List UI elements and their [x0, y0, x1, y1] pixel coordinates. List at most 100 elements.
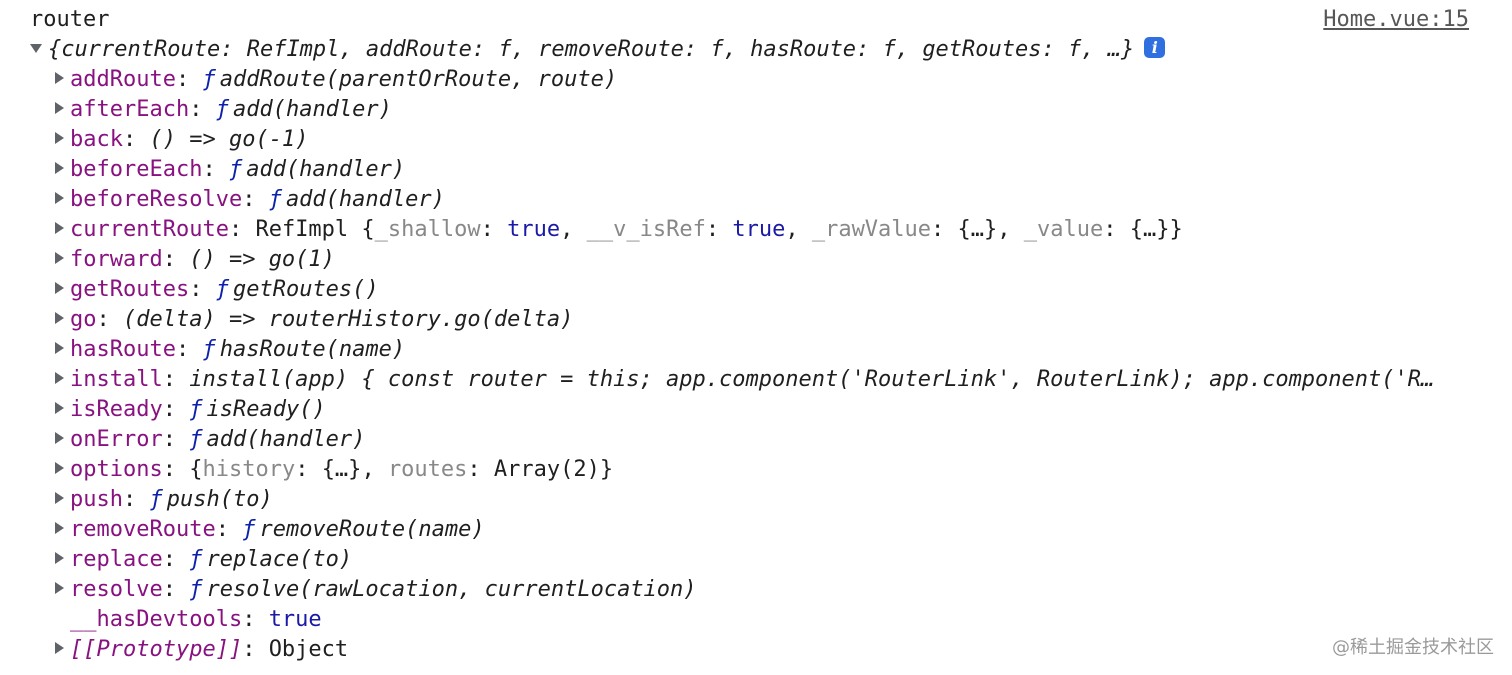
preview-key: history: [202, 457, 296, 482]
property-key: back: [70, 127, 123, 152]
triangle-right-icon[interactable]: [55, 72, 64, 84]
property-value: push(to): [166, 487, 273, 512]
info-icon[interactable]: i: [1144, 36, 1166, 58]
triangle-down-icon[interactable]: [30, 43, 42, 53]
triangle-right-icon[interactable]: [55, 192, 64, 204]
log-label: router: [30, 7, 110, 32]
summary-open-brace: {: [48, 37, 62, 62]
property-value: replace(to): [206, 547, 353, 572]
summary-key: hasRoute: [750, 37, 857, 62]
triangle-right-icon[interactable]: [55, 222, 64, 234]
summary-close-brace: }: [1121, 37, 1135, 62]
object-summary[interactable]: {currentRoute: RefImpl, addRoute: f, rem…: [30, 35, 1166, 65]
triangle-right-icon[interactable]: [55, 162, 64, 174]
summary-value: f: [710, 37, 724, 62]
property-key: forward: [70, 247, 163, 272]
property-row-forward[interactable]: forward: () => go(1): [55, 245, 1485, 275]
triangle-right-icon[interactable]: [55, 342, 64, 354]
triangle-right-icon[interactable]: [55, 312, 64, 324]
property-value: add(handler): [285, 187, 445, 212]
preview-value: {…}: [321, 457, 362, 482]
property-key: onError: [70, 427, 163, 452]
triangle-right-icon[interactable]: [55, 492, 64, 504]
property-key: currentRoute: [70, 217, 229, 242]
property-key: resolve: [70, 577, 163, 602]
function-marker: ƒ: [189, 397, 203, 422]
triangle-right-icon[interactable]: [55, 132, 64, 144]
property-key: beforeEach: [70, 157, 203, 182]
property-key: go: [70, 307, 97, 332]
property-key: addRoute: [70, 67, 176, 92]
property-row-currentRoute[interactable]: currentRoute: RefImpl {_shallow: true, _…: [55, 215, 1485, 245]
open-brace: {: [361, 217, 375, 242]
property-value: true: [268, 607, 322, 632]
function-marker: ƒ: [189, 427, 203, 452]
property-row-back[interactable]: back: () => go(-1): [55, 125, 1485, 155]
summary-value: f: [498, 37, 512, 62]
property-row-hasDevtools: __hasDevtools: true: [70, 607, 322, 632]
function-marker: ƒ: [202, 337, 216, 362]
triangle-right-icon[interactable]: [55, 282, 64, 294]
triangle-right-icon[interactable]: [55, 522, 64, 534]
property-key: getRoutes: [70, 277, 190, 302]
property-key: [[Prototype]]: [70, 637, 243, 662]
property-key: options: [70, 457, 163, 482]
triangle-right-icon[interactable]: [55, 552, 64, 564]
source-location-link[interactable]: Home.vue:15: [1323, 7, 1469, 32]
close-brace: }: [599, 457, 614, 482]
property-value: add(handler): [246, 157, 406, 182]
property-value: () => go(-1): [149, 127, 309, 152]
property-value: hasRoute(name): [219, 337, 406, 362]
property-key: hasRoute: [70, 337, 176, 362]
summary-value: f: [882, 37, 896, 62]
triangle-right-icon[interactable]: [55, 432, 64, 444]
summary-ellipsis: …: [1107, 37, 1122, 62]
property-key: removeRoute: [70, 517, 216, 542]
preview-key: __v_isRef: [586, 217, 706, 242]
preview-key: _value: [1023, 217, 1104, 242]
summary-key: removeRoute: [538, 37, 684, 62]
summary-key: currentRoute: [61, 37, 221, 62]
property-value: install(app) { const router = this; app.…: [189, 367, 1435, 392]
function-marker: ƒ: [215, 277, 229, 302]
function-marker: ƒ: [149, 487, 163, 512]
summary-key: getRoutes: [922, 37, 1042, 62]
triangle-right-icon[interactable]: [55, 642, 64, 654]
property-key: replace: [70, 547, 163, 572]
property-value: isReady(): [206, 397, 326, 422]
function-marker: ƒ: [189, 547, 203, 572]
property-key: beforeResolve: [70, 187, 243, 212]
preview-value: Array(2): [493, 457, 600, 482]
preview-key: routes: [387, 457, 468, 482]
property-row-options[interactable]: options: {history: {…}, routes: Array(2)…: [55, 455, 1485, 485]
property-row-prototype[interactable]: [[Prototype]]: Object: [55, 635, 1485, 665]
triangle-right-icon[interactable]: [55, 102, 64, 114]
function-marker: ƒ: [242, 517, 256, 542]
triangle-right-icon[interactable]: [55, 582, 64, 594]
preview-value: true: [732, 217, 786, 242]
triangle-right-icon[interactable]: [55, 402, 64, 414]
property-row-install[interactable]: install: install(app) { const router = t…: [55, 365, 1485, 395]
watermark: @稀土掘金技术社区: [1332, 637, 1494, 658]
triangle-right-icon[interactable]: [55, 252, 64, 264]
triangle-right-icon[interactable]: [55, 462, 64, 474]
property-value: resolve(rawLocation, currentLocation): [206, 577, 697, 602]
property-row-go[interactable]: go: (delta) => routerHistory.go(delta): [55, 305, 1485, 335]
triangle-right-icon[interactable]: [55, 372, 64, 384]
preview-value: {…}: [957, 217, 998, 242]
function-marker: ƒ: [215, 97, 229, 122]
property-value: (delta) => routerHistory.go(delta): [123, 307, 574, 332]
